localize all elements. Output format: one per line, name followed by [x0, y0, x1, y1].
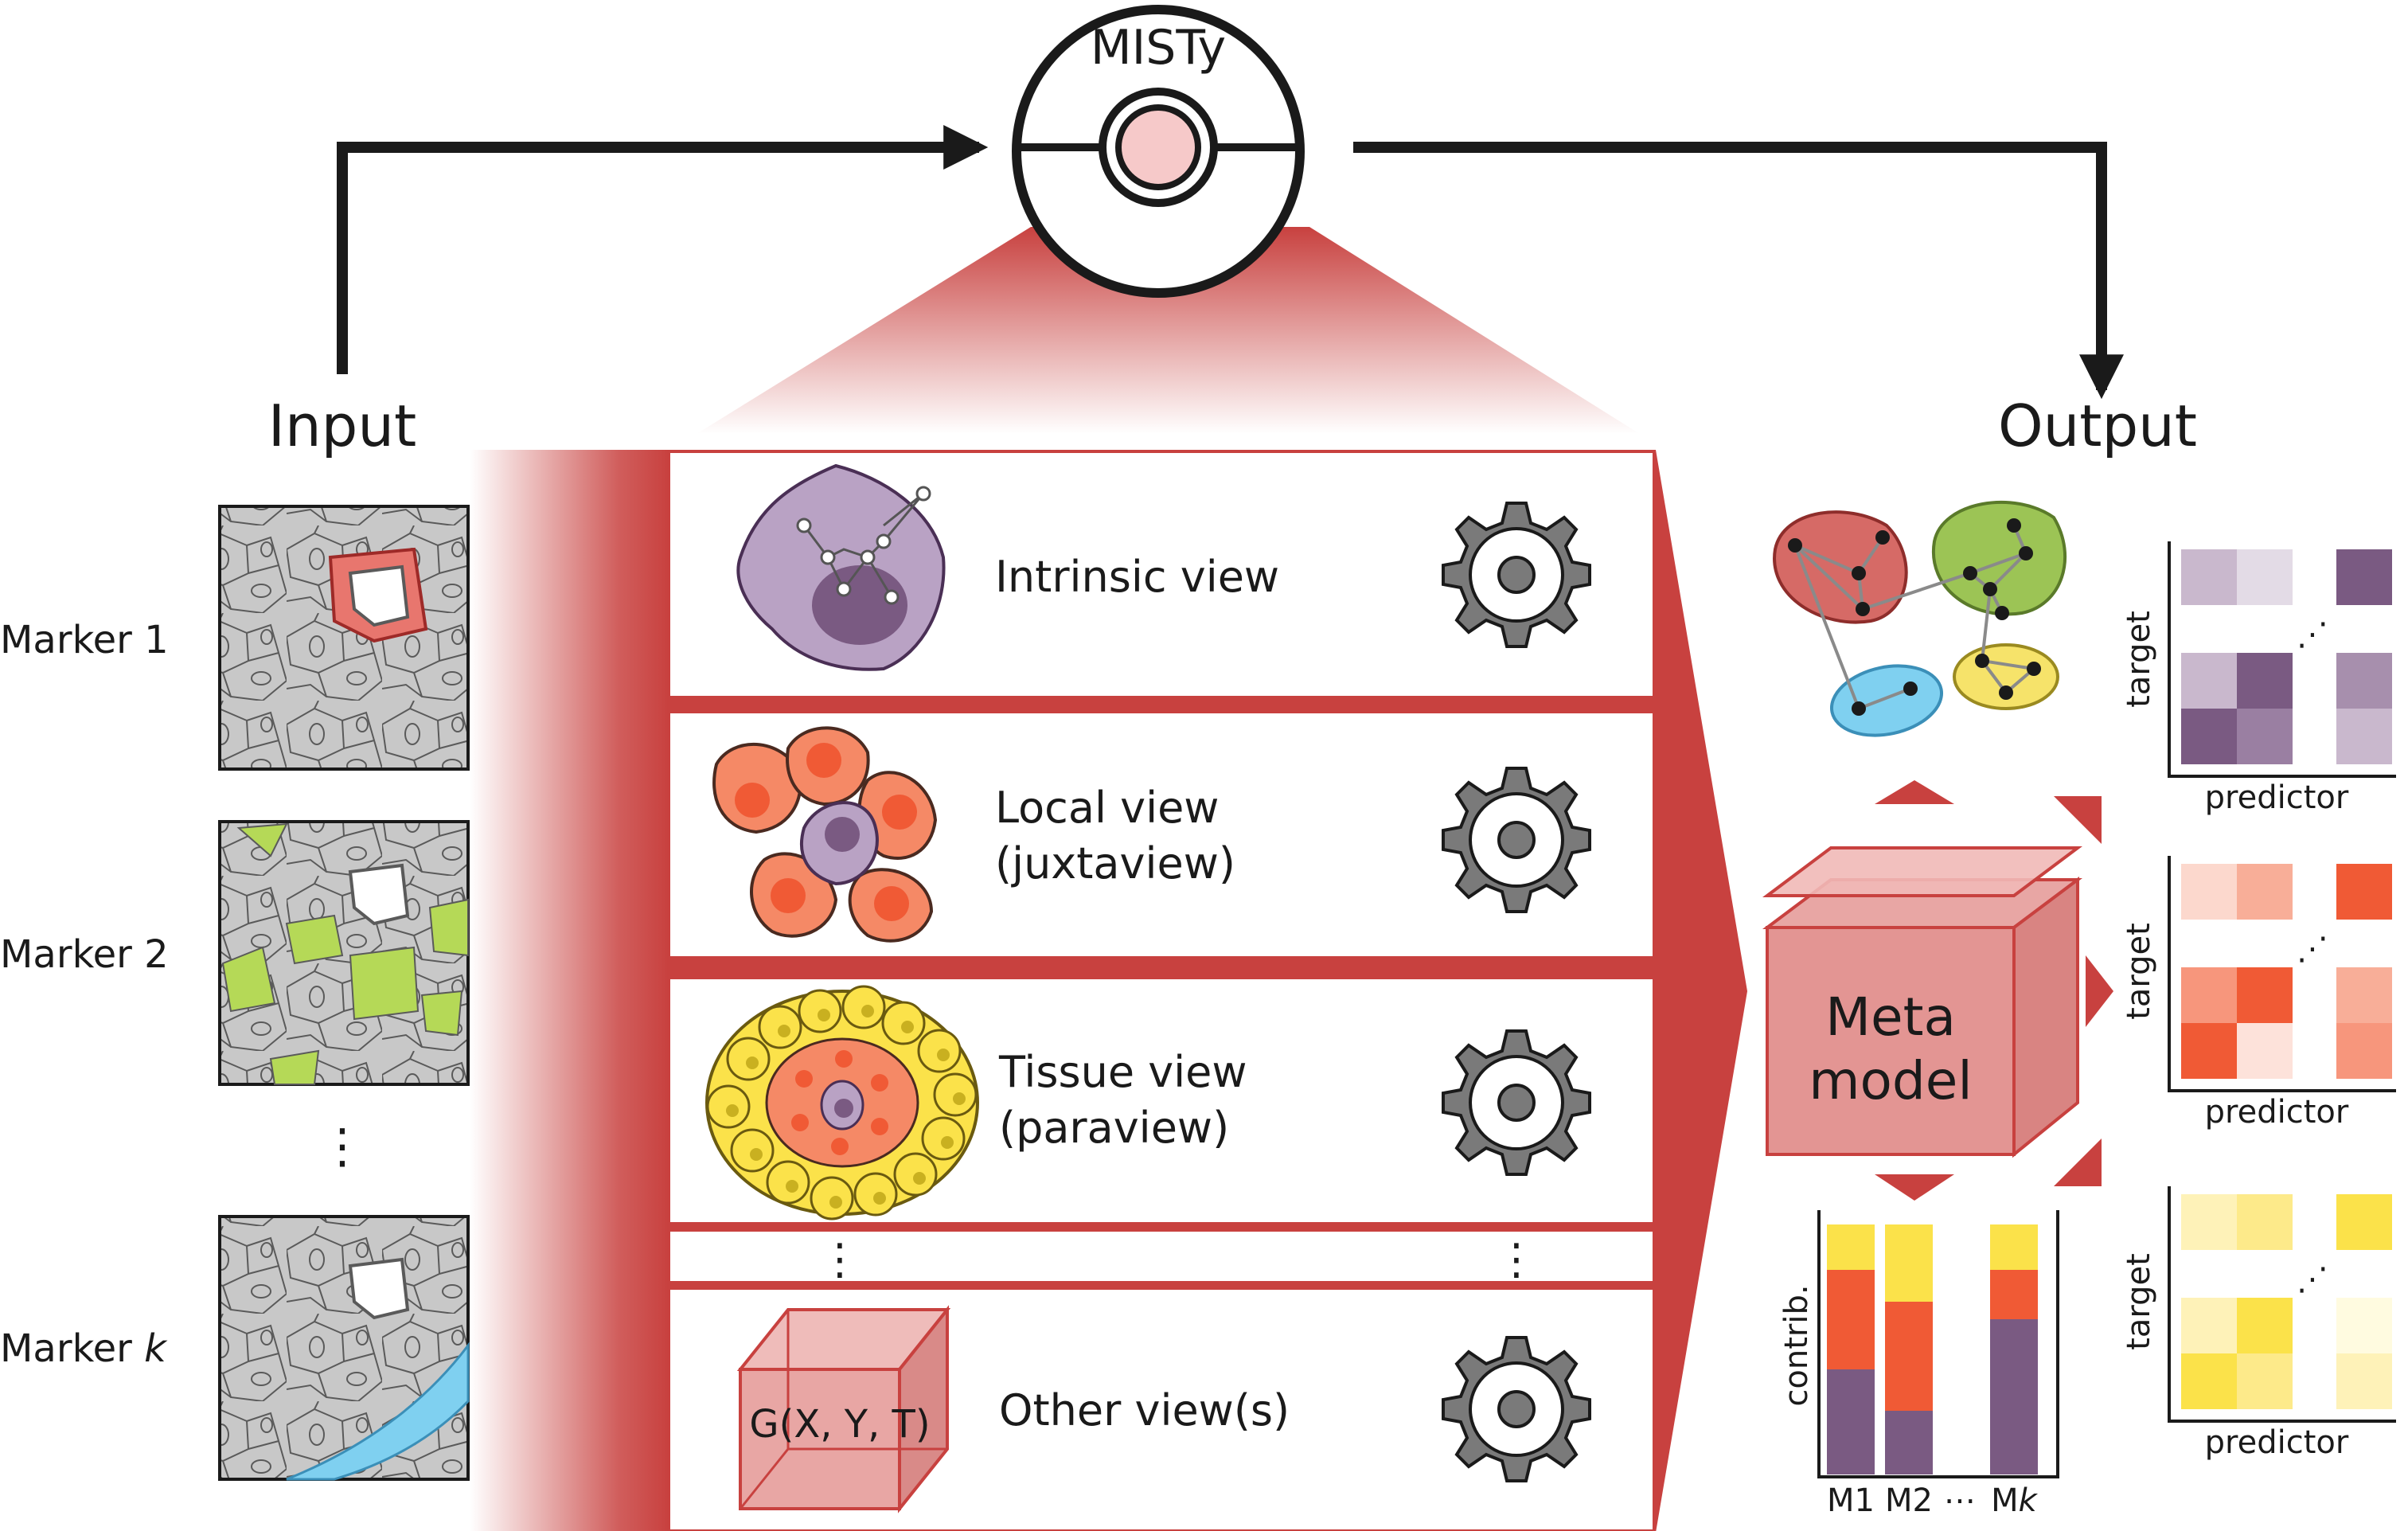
view-row-intrinsic[interactable]: Intrinsic view [670, 453, 1653, 696]
marker-k-tissue-image [218, 1215, 470, 1481]
meta-arrow-right [2086, 955, 2113, 1027]
contrib-ylabel: contrib. [1778, 1284, 1815, 1406]
marker-1-row: Marker 1 [0, 505, 470, 771]
contribution-chart: contrib. M1 M2 ⋯ Mk [1778, 1210, 2059, 1519]
tissue-view-label-1: Tissue view [998, 1047, 1247, 1097]
meta-arrow-downright [2054, 1138, 2102, 1186]
heatmap-purple-ellipsis: ⋰ [2297, 616, 2328, 653]
views-side-gradient [470, 450, 669, 1531]
contrib-bar-m1 [1827, 1224, 1875, 1474]
heatmap-yellow-ellipsis: ⋰ [2297, 1261, 2328, 1298]
view-row-other[interactable]: G(X, Y, T) Other view(s) [670, 1290, 1653, 1529]
heatmap-yellow: ⋰ target predictor [2121, 1186, 2396, 1461]
marker-1-tissue-image [218, 505, 470, 771]
contrib-bar-m2 [1885, 1224, 1933, 1474]
meta-arrow-up [1875, 780, 1954, 804]
view-row-local[interactable]: Local view (juxtaview) [670, 713, 1653, 956]
meta-arrow-down [1875, 1174, 1954, 1201]
input-ellipsis: ⋮ [318, 1119, 366, 1174]
views-ellipsis-left: ⋮ [818, 1234, 861, 1284]
heatmap-purple: ⋰ target predictor [2121, 541, 2396, 816]
gear-icon[interactable] [1442, 1336, 1591, 1482]
views-to-meta-arrow [1656, 450, 1747, 1531]
heatmap-yellow-ylabel: target [2121, 1253, 2157, 1350]
heatmap-orange: ⋰ target predictor [2121, 856, 2396, 1131]
output-arrow [1353, 142, 2124, 400]
input-title: Input [268, 393, 416, 459]
intrinsic-view-label: Intrinsic view [995, 552, 1279, 602]
heatmap-yellow-xlabel: predictor [2205, 1424, 2349, 1461]
contrib-xlabel-dots: ⋯ [1944, 1482, 1976, 1519]
heatmap-orange-xlabel: predictor [2205, 1094, 2349, 1131]
views-ellipsis-right: ⋮ [1495, 1234, 1538, 1284]
view-row-ellipsis: ⋮ ⋮ [670, 1232, 1653, 1284]
heatmap-orange-ellipsis: ⋰ [2297, 931, 2328, 967]
marker-2-label: Marker 2 [0, 932, 169, 977]
input-arrow [337, 125, 989, 374]
cluster-network-graph [1773, 501, 2067, 737]
views-panel: Intrinsic view [470, 450, 1747, 1531]
intrinsic-cell-icon [736, 463, 946, 671]
contrib-xlabel-m1: M1 [1827, 1482, 1875, 1519]
marker-2-tissue-image [218, 820, 470, 1086]
local-view-label-2: (juxtaview) [995, 838, 1235, 889]
marker-2-row: Marker 2 [0, 820, 470, 1086]
tissue-view-label-2: (paraview) [999, 1103, 1229, 1153]
marker-k-label: Marker k [0, 1326, 168, 1371]
heatmap-orange-ylabel: target [2121, 923, 2157, 1020]
meta-model-label-2: model [1809, 1050, 1973, 1111]
contrib-xlabel-m2: M2 [1885, 1482, 1933, 1519]
marker-1-label: Marker 1 [0, 618, 169, 662]
input-panel: Input Marker 1 Marker 2 [0, 393, 470, 1481]
other-view-cube-icon [736, 1305, 951, 1513]
meta-arrow-upright [2054, 796, 2102, 844]
contrib-bar-mk [1990, 1224, 2038, 1474]
meta-model-label-1: Meta [1825, 986, 1956, 1048]
view-row-tissue[interactable]: Tissue view (paraview) [670, 979, 1653, 1222]
meta-model-cube: Meta model [1762, 780, 2113, 1201]
output-title: Output [1998, 393, 2197, 459]
misty-title: MISTy [1091, 20, 1226, 76]
local-cells-icon [712, 726, 938, 943]
local-view-label-1: Local view [995, 783, 1219, 833]
other-view-formula: G(X, Y, T) [749, 1402, 930, 1447]
gear-icon[interactable] [1442, 1029, 1591, 1176]
marker-k-row: Marker k [0, 1215, 470, 1481]
misty-logo-core [1115, 104, 1201, 190]
tissue-cells-icon [705, 985, 979, 1221]
contrib-xlabel-mk: Mk [1991, 1482, 2039, 1519]
gear-icon[interactable] [1442, 767, 1591, 913]
zoom-cone [697, 227, 1640, 434]
heatmap-purple-xlabel: predictor [2205, 779, 2349, 816]
misty-header: MISTy [337, 5, 2124, 434]
other-view-label: Other view(s) [999, 1385, 1290, 1435]
gear-icon[interactable] [1442, 502, 1591, 648]
output-panel: Output [1762, 393, 2396, 1519]
heatmap-purple-ylabel: target [2121, 611, 2157, 708]
